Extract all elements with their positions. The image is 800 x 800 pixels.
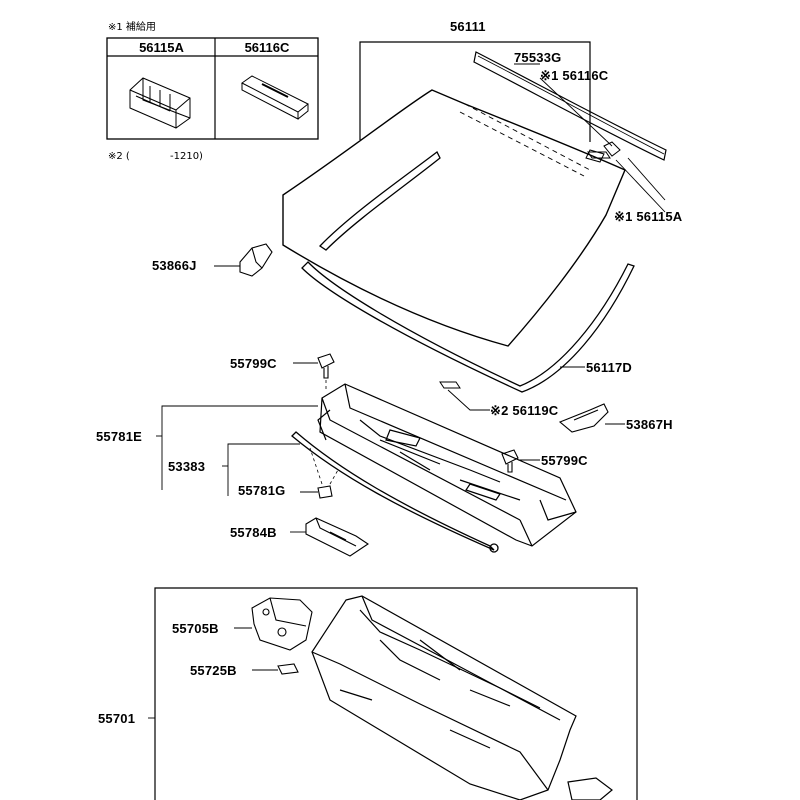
label-55784b: 55784B (230, 525, 277, 540)
label-55781e: 55781E (96, 429, 143, 444)
legend-note-2-mark: ※2 ( (108, 151, 130, 162)
legend-col-56115a: 56115A (139, 40, 184, 55)
label-55725b: 55725B (190, 663, 237, 678)
label-56116c: ※1 56116C (540, 68, 609, 83)
lower-assembly-box (154, 587, 638, 800)
clip-55799c-right-drawing (501, 449, 519, 473)
molding-56117d-drawing (301, 151, 635, 393)
leader-55781g-dash1 (309, 447, 323, 485)
cowl-panel-55781e-drawing (317, 383, 577, 547)
label-53383: 53383 (168, 459, 206, 474)
leader-56115a-b (627, 157, 666, 201)
weatherstrip-53383-drawing (291, 431, 499, 553)
clip-56115a-drawing (129, 77, 191, 129)
label-55705b: 55705B (172, 621, 219, 636)
windshield-glass-drawing (282, 89, 626, 347)
label-56115a: ※1 56115A (614, 209, 683, 224)
bracket-55784b-drawing (305, 517, 369, 557)
leader-53383 (227, 443, 300, 496)
label-55701: 55701 (98, 711, 136, 726)
leader-56119c (447, 389, 490, 411)
clip-55799c-top-drawing (317, 353, 335, 379)
leader-56111 (359, 41, 591, 142)
label-53867h: 53867H (626, 417, 673, 432)
clip-55781g-drawing (317, 485, 333, 499)
leader-56115a (615, 159, 666, 213)
strip-75533g-drawing (473, 51, 667, 161)
leader-55781e (161, 405, 318, 490)
cowl-panel-55701-drawing (311, 595, 613, 800)
label-56117d: 56117D (586, 360, 633, 375)
legend-note-2-range: -1210) (170, 151, 203, 162)
strip-56116c-drawing (241, 75, 309, 120)
legend-col-56116c: 56116C (244, 40, 290, 55)
label-55799c-top: 55799C (230, 356, 277, 371)
label-56119c: ※2 56119C (490, 403, 559, 418)
bracket-53866j-drawing (239, 243, 273, 277)
part-55725b-drawing (277, 663, 299, 675)
leader-55781g-dash2 (329, 469, 339, 485)
leader-56116c (539, 77, 613, 147)
label-75533g: 75533G (514, 50, 562, 65)
pad-56119c-drawing (439, 151, 611, 389)
label-55781g: 55781G (238, 483, 286, 498)
legend-note-1: ※1 補給用 (108, 22, 156, 33)
label-56111: 56111 (450, 19, 486, 34)
label-55799c-right: 55799C (541, 453, 588, 468)
bracket-53867h-drawing (558, 403, 609, 433)
legend-box (106, 37, 319, 140)
bracket-55705b-drawing (251, 597, 313, 651)
label-53866j: 53866J (152, 258, 197, 273)
